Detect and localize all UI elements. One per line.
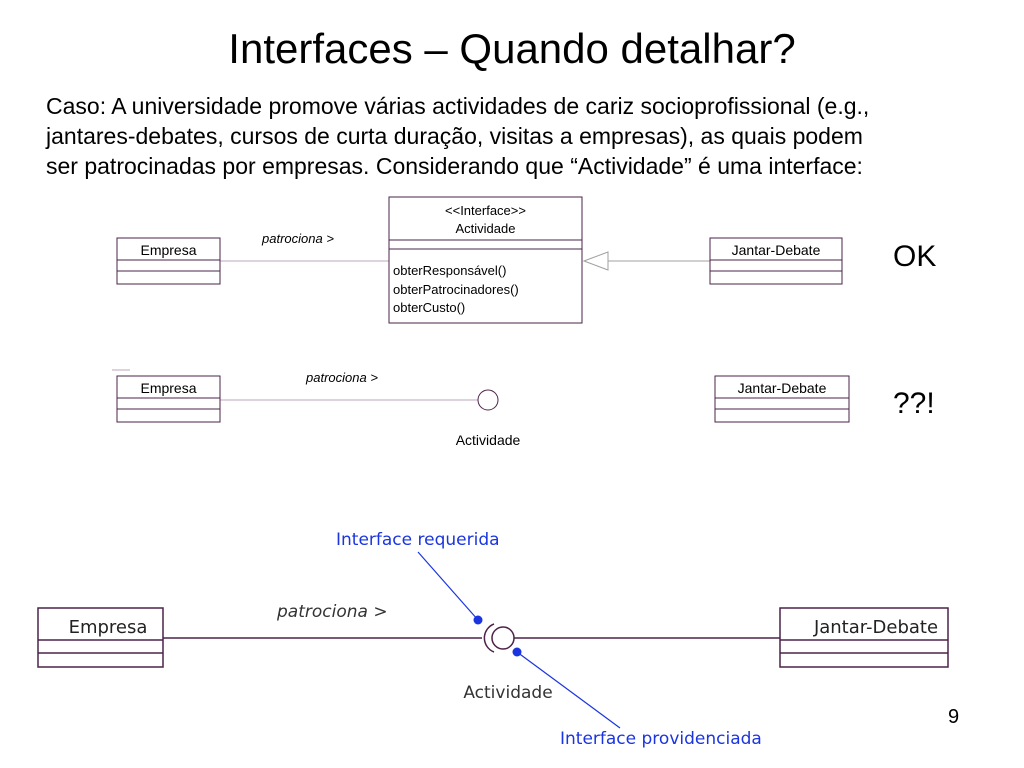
- class-empresa-1[interactable]: Empresa: [116, 237, 221, 285]
- case-description: Caso: A universidade promove várias acti…: [46, 91, 986, 181]
- socket-required-icon[interactable]: [483, 623, 495, 653]
- case-line-2: jantares-debates, cursos de curta duraçã…: [46, 123, 863, 149]
- required-pointer-line: [417, 551, 479, 621]
- class-name: Jantar-Debate: [738, 380, 827, 396]
- association-label: patrociona >: [305, 370, 378, 385]
- operation: obterResponsável(): [393, 263, 506, 278]
- association-label: patrociona >: [261, 231, 334, 246]
- class-jantar-debate-2[interactable]: Jantar-Debate: [714, 375, 850, 423]
- class-name: Empresa: [69, 617, 148, 638]
- required-interface-label: Interface requerida: [336, 530, 500, 550]
- class-name: Empresa: [140, 242, 196, 258]
- case-line-1: Caso: A universidade promove várias acti…: [46, 93, 870, 119]
- case-line-3: ser patrocinadas por empresas. Considera…: [46, 153, 863, 179]
- class-name: Jantar-Debate: [813, 617, 938, 638]
- interface-name: Actividade: [456, 432, 521, 448]
- provided-pointer-line: [516, 651, 621, 729]
- lollipop-interface-icon[interactable]: [477, 389, 499, 411]
- page-number: 9: [948, 706, 960, 728]
- provided-interface-label: Interface providenciada: [560, 729, 762, 749]
- required-pointer-dot-icon: [473, 615, 483, 625]
- class-name: Jantar-Debate: [732, 242, 821, 258]
- operation: obterCusto(): [393, 300, 465, 315]
- class-empresa-3[interactable]: Empresa: [37, 607, 164, 668]
- provided-pointer-dot-icon: [512, 647, 522, 657]
- diagram-1: patrociona > Empresa <<Interface>> Activ…: [116, 196, 843, 324]
- slide-title: Interfaces – Quando detalhar?: [228, 25, 796, 72]
- interface-actividade-class[interactable]: <<Interface>> Actividade obterResponsáve…: [388, 196, 583, 324]
- verdict-question: ??!: [893, 387, 935, 420]
- class-name: Empresa: [140, 380, 196, 396]
- ball-provided-icon[interactable]: [491, 626, 515, 650]
- interface-name: Actividade: [456, 221, 516, 236]
- class-jantar-debate-3[interactable]: Jantar-Debate: [779, 607, 949, 668]
- diagram-2: patrociona > Empresa Actividade Jantar-D…: [112, 369, 850, 448]
- interface-stereotype: <<Interface>>: [445, 203, 526, 218]
- interface-name: Actividade: [463, 683, 552, 703]
- verdict-ok: OK: [893, 240, 937, 273]
- realization-arrowhead-icon: [582, 251, 609, 271]
- diagram-3: patrociona > Empresa Actividade Jantar-D…: [37, 530, 949, 749]
- association-label: patrociona >: [276, 602, 388, 622]
- class-jantar-debate-1[interactable]: Jantar-Debate: [709, 237, 843, 285]
- operation: obterPatrocinadores(): [393, 282, 519, 297]
- class-empresa-2[interactable]: Empresa: [116, 375, 221, 423]
